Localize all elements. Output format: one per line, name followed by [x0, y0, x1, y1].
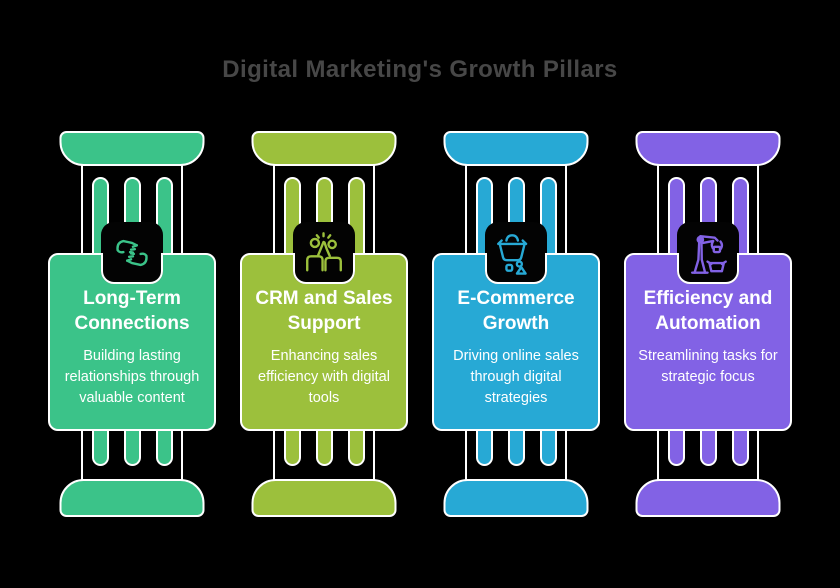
pillar-shaft	[507, 428, 525, 466]
pillar-shaft	[91, 428, 109, 466]
pillar-capital	[59, 131, 205, 166]
pillar-description: Streamlining tasks for strategic focus	[638, 348, 778, 386]
icon-tile	[101, 222, 163, 284]
pillar-capital	[443, 131, 589, 166]
shopping-basket-icon	[497, 234, 528, 275]
pillar-base	[59, 479, 205, 517]
pillar-shaft	[539, 428, 557, 466]
pillar-crm-sales-support: CRM and Sales Support Enhancing sales ef…	[228, 131, 420, 521]
pillar-capital	[251, 131, 397, 166]
pillar-long-term-connections: Long-Term Connections Building lasting r…	[36, 131, 228, 521]
pillar-shaft	[283, 428, 301, 466]
pillar-description: Driving online sales through digital str…	[453, 348, 579, 407]
pillar-efficiency-automation: Efficiency and Automation Streamlining t…	[612, 131, 804, 521]
pillar-shaft	[667, 428, 685, 466]
pillar-base	[251, 479, 397, 517]
pillar-card: CRM and Sales Support Enhancing sales ef…	[240, 253, 408, 431]
pillar-shaft	[475, 428, 493, 466]
icon-tile	[677, 222, 739, 284]
high-five-icon	[306, 232, 342, 272]
pillar-shaft	[731, 428, 749, 466]
pillar-card: Efficiency and Automation Streamlining t…	[624, 253, 792, 431]
pillar-heading: Efficiency and Automation	[643, 288, 773, 334]
pillar-ecommerce-growth: E-Commerce Growth Driving online sales t…	[420, 131, 612, 521]
pillar-shaft	[155, 428, 173, 466]
page-title: Digital Marketing's Growth Pillars	[222, 56, 618, 83]
icon-tile	[293, 222, 355, 284]
hands-unity-icon	[116, 239, 148, 267]
pillar-base	[443, 479, 589, 517]
pillar-heading: E-Commerce Growth	[457, 288, 575, 334]
pillar-card: E-Commerce Growth Driving online sales t…	[432, 253, 600, 431]
pillar-shaft	[347, 428, 365, 466]
pillar-description: Building lasting relationships through v…	[64, 348, 200, 407]
pillar-heading: Long-Term Connections	[74, 288, 190, 334]
pillar-base	[635, 479, 781, 517]
icon-tile	[485, 222, 547, 284]
pillar-heading: CRM and Sales Support	[255, 288, 393, 334]
pillar-capital	[635, 131, 781, 166]
pillar-description: Enhancing sales efficiency with digital …	[258, 348, 390, 407]
pillar-shaft	[123, 428, 141, 466]
pillar-shaft	[699, 428, 717, 466]
pillar-shaft	[315, 428, 333, 466]
pillar-row: Long-Term Connections Building lasting r…	[36, 131, 804, 521]
robot-arm-icon	[690, 235, 727, 274]
